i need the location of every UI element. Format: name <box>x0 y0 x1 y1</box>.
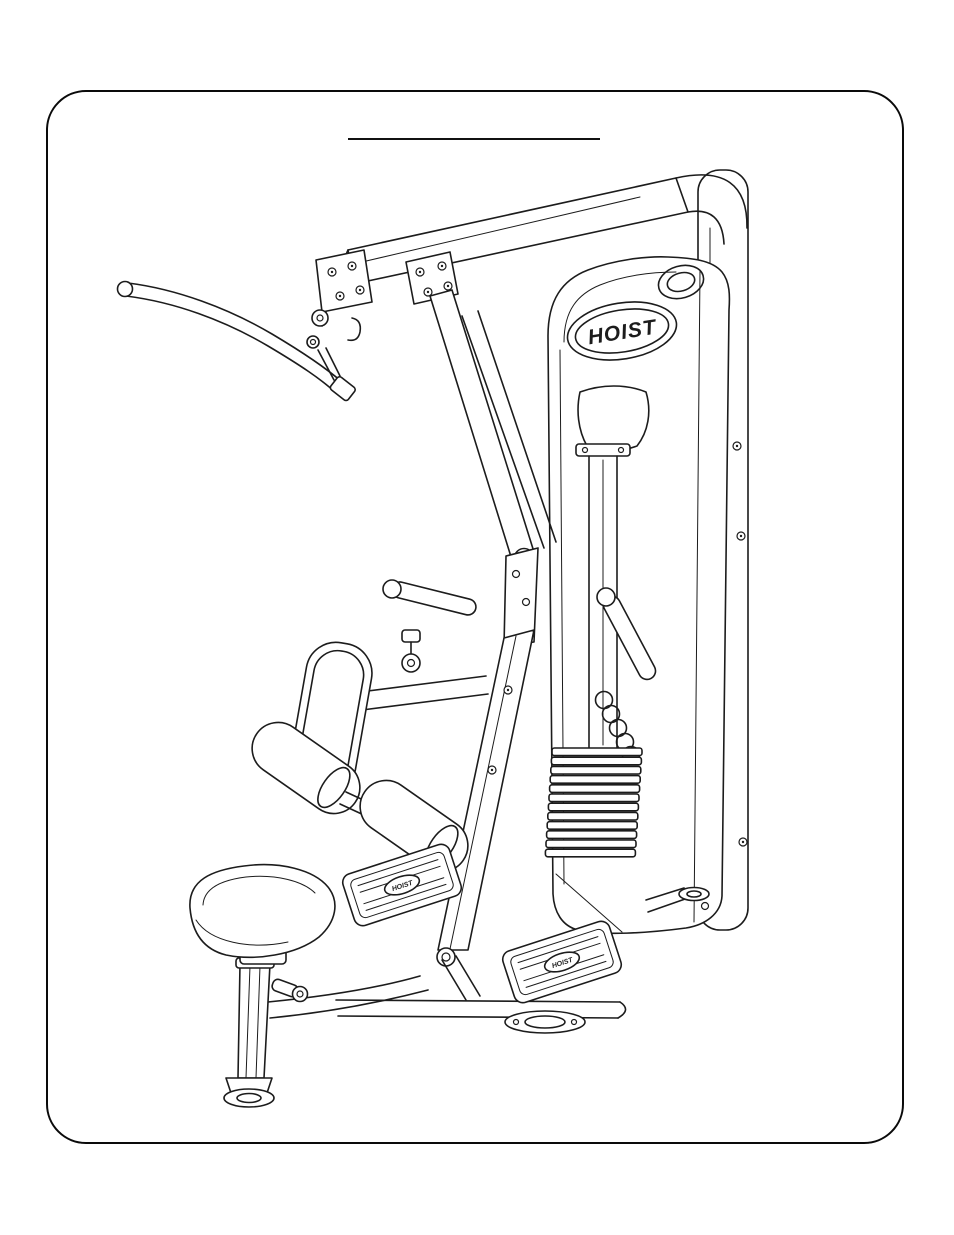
pull-handle-bar <box>116 280 356 402</box>
weight-plate <box>548 793 640 803</box>
cable-hook <box>347 317 362 342</box>
foot-plate-lower: HOIST <box>501 920 623 1004</box>
weight-plates <box>544 747 643 858</box>
weight-plate <box>546 811 639 821</box>
seat-post-foot <box>223 1088 275 1108</box>
press-arm <box>429 289 557 647</box>
handle-end-ball <box>116 280 134 298</box>
seat <box>189 863 336 1003</box>
weight-plate <box>545 829 638 840</box>
seat-post <box>223 957 275 1108</box>
chest-pad-mount <box>359 675 489 711</box>
weight-plate <box>547 802 640 812</box>
shroud-handle-recess <box>657 264 705 300</box>
boom-bracket-plate <box>315 249 373 313</box>
page-border <box>46 90 904 1144</box>
roller-pad-upper <box>251 721 361 815</box>
weight-plate <box>546 820 639 830</box>
weight-plate <box>550 756 643 766</box>
left-handle-grip <box>382 579 477 616</box>
shroud-recess <box>577 385 650 453</box>
rear-foot <box>678 886 710 902</box>
weight-plate <box>544 848 637 858</box>
weight-plate <box>549 765 642 775</box>
title-rule <box>348 138 600 140</box>
weight-plate <box>551 747 643 757</box>
top-boom <box>315 174 748 342</box>
weight-plate <box>545 839 637 849</box>
base-foot-disc <box>504 1010 586 1034</box>
weight-plate <box>549 774 642 784</box>
weight-plate <box>548 783 641 794</box>
right-handle-grip <box>596 587 657 681</box>
foot-plate-upper: HOIST <box>341 843 463 927</box>
base-frame <box>267 886 710 1034</box>
adjustment-pop-pin <box>401 629 421 673</box>
